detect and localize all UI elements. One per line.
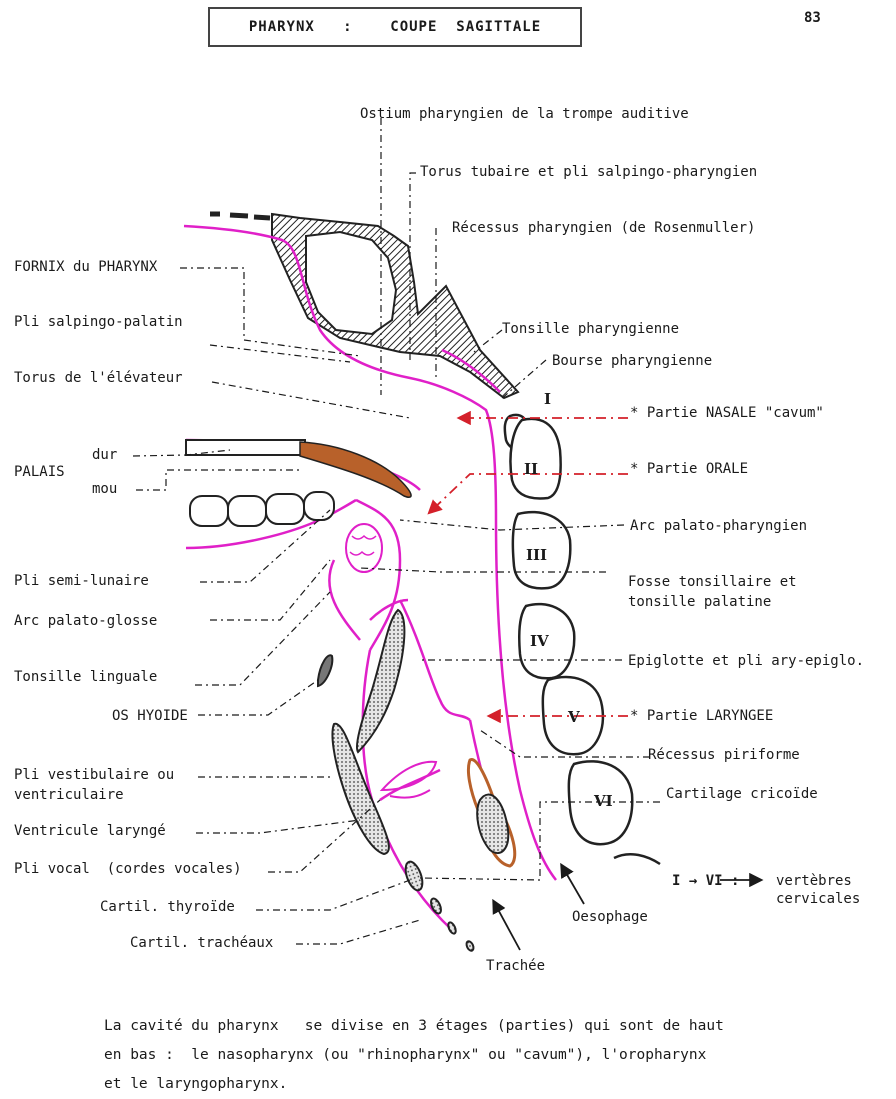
label-bourse-pharyngienne: Bourse pharyngienne [552, 352, 712, 370]
label-tonsille-pharyngienne: Tonsille pharyngienne [502, 320, 679, 338]
vertebra-label: V [567, 708, 580, 726]
label-cartil-tracheaux: Cartil. trachéaux [130, 934, 273, 952]
label-pli-vestibulaire-2: ventriculaire [14, 786, 124, 804]
label-pli-salpingo-palatin: Pli salpingo-palatin [14, 313, 183, 331]
label-palais: PALAIS [14, 463, 65, 481]
label-partie-orale: * Partie ORALE [630, 460, 748, 478]
label-vertebres-key: I → VI : [672, 872, 739, 890]
label-pli-vestibulaire-1: Pli vestibulaire ou [14, 766, 174, 784]
label-pli-semi-lunaire: Pli semi-lunaire [14, 572, 149, 590]
label-ventricule-larynge: Ventricule laryngé [14, 822, 166, 840]
label-torus-elevateur: Torus de l'élévateur [14, 369, 183, 387]
label-partie-nasale: * Partie NASALE "cavum" [630, 404, 824, 422]
label-arc-palato-glosse: Arc palato-glosse [14, 612, 157, 630]
soft-palate [300, 442, 411, 497]
sphenoid-bone [210, 214, 518, 398]
vertebra-label: IV [530, 632, 549, 650]
vertebra-label: VI [593, 792, 613, 810]
label-cartil-thyroide: Cartil. thyroïde [100, 898, 235, 916]
label-torus-tubaire: Torus tubaire et pli salpingo-pharyngien [420, 163, 757, 181]
label-tonsille-linguale: Tonsille linguale [14, 668, 157, 686]
teeth [190, 492, 334, 526]
caption-line: La cavité du pharynx se divise en 3 étag… [104, 1012, 804, 1041]
label-fosse-tonsillaire-2: tonsille palatine [628, 593, 771, 611]
label-cartilage-cricoide: Cartilage cricoïde [666, 785, 818, 803]
label-vertebres-2: cervicales [776, 890, 860, 908]
label-vertebres-1: vertèbres [776, 872, 852, 890]
label-palais-dur: dur [92, 446, 117, 464]
vertebra-label: II [524, 460, 538, 478]
palatine-tonsil [346, 524, 382, 572]
label-ostium: Ostium pharyngien de la trompe auditive [360, 105, 689, 123]
label-os-hyoide: OS HYOIDE [112, 707, 188, 725]
caption-line: en bas : le nasopharynx (ou "rhinopharyn… [104, 1041, 804, 1070]
label-palais-mou: mou [92, 480, 117, 498]
vocal-folds [382, 762, 436, 798]
label-recessus-piriforme: Récessus piriforme [648, 746, 800, 764]
label-partie-laryngee: * Partie LARYNGEE [630, 707, 773, 725]
label-recessus-pharyngien: Récessus pharyngien (de Rosenmuller) [452, 219, 755, 237]
vertebra-label: I [544, 390, 551, 408]
caption: La cavité du pharynx se divise en 3 étag… [104, 1012, 804, 1099]
label-fosse-tonsillaire-1: Fosse tonsillaire et [628, 573, 797, 591]
label-fornix: FORNIX du PHARYNX [14, 258, 157, 276]
vertebra-label: III [526, 546, 547, 564]
tracheal-rings [402, 860, 475, 952]
label-arc-palato-pharyngien: Arc palato-pharyngien [630, 517, 807, 535]
cricoid-cartilage [468, 759, 514, 866]
hyoid-bone [318, 655, 332, 686]
label-epiglotte: Epiglotte et pli ary-epiglo. [628, 652, 864, 670]
sagittal-section-drawing: I II III IV V VI [0, 0, 896, 1000]
label-oesophage: Oesophage [572, 908, 648, 926]
cervical-vertebrae [505, 415, 660, 864]
label-trachee: Trachée [486, 957, 545, 975]
label-pli-vocal: Pli vocal (cordes vocales) [14, 860, 242, 878]
